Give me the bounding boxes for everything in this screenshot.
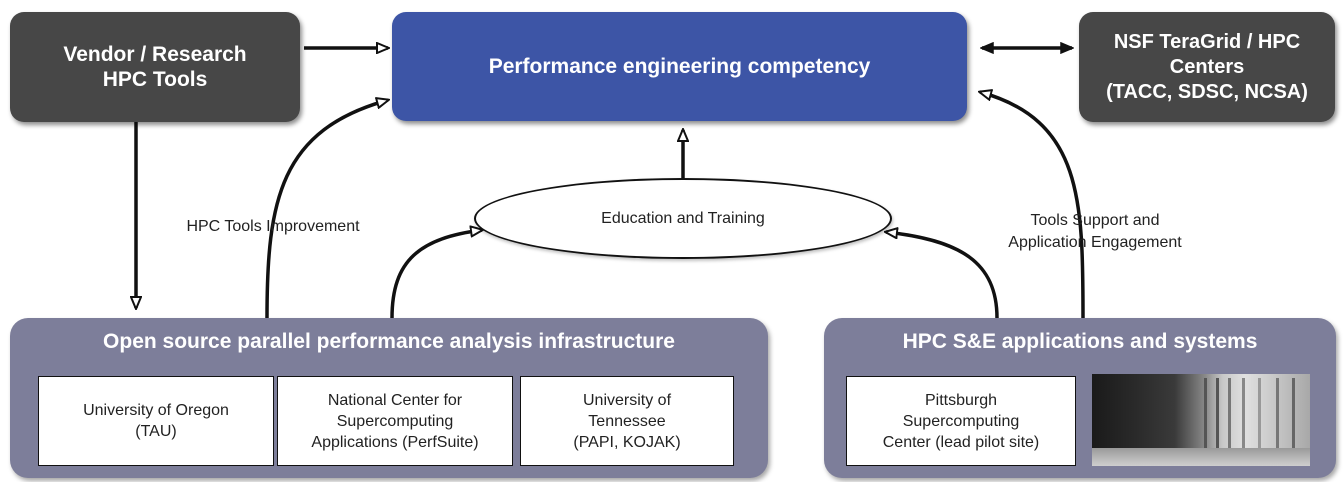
institution-ncsa: National Center for Supercomputing Appli… xyxy=(277,376,513,466)
open-source-infrastructure-group: Open source parallel performance analysi… xyxy=(10,318,768,478)
arrow-open-source-to-competency xyxy=(265,100,388,319)
teragrid-centers-box: NSF TeraGrid / HPC Centers (TACC, SDSC, … xyxy=(1079,12,1335,122)
hpc-applications-systems-group: HPC S&E applications and systems Pittsbu… xyxy=(824,318,1336,478)
label-tools-support: Tools Support and Application Engagement xyxy=(1008,212,1182,251)
label-hpc-tools-improvement: HPC Tools Improvement xyxy=(186,218,360,235)
arrow-open-source-to-education xyxy=(390,230,482,319)
arrow-hpc-apps-to-education xyxy=(886,232,999,319)
performance-engineering-competency-box: Performance engineering competency xyxy=(392,12,967,121)
institution-university-of-tennessee: University of Tennessee (PAPI, KOJAK) xyxy=(520,376,734,466)
institution-pittsburgh-supercomputing-center: Pittsburgh Supercomputing Center (lead p… xyxy=(846,376,1076,466)
education-training-ellipse: Education and Training xyxy=(474,178,892,259)
hpc-apps-group-title: HPC S&E applications and systems xyxy=(902,330,1258,353)
institution-university-of-oregon: University of Oregon (TAU) xyxy=(38,376,274,466)
supercomputer-racks-photo xyxy=(1092,374,1310,466)
open-source-group-title: Open source parallel performance analysi… xyxy=(103,330,675,353)
arrow-hpc-apps-to-competency xyxy=(980,92,1085,319)
vendor-research-tools-box: Vendor / Research HPC Tools xyxy=(10,12,300,122)
